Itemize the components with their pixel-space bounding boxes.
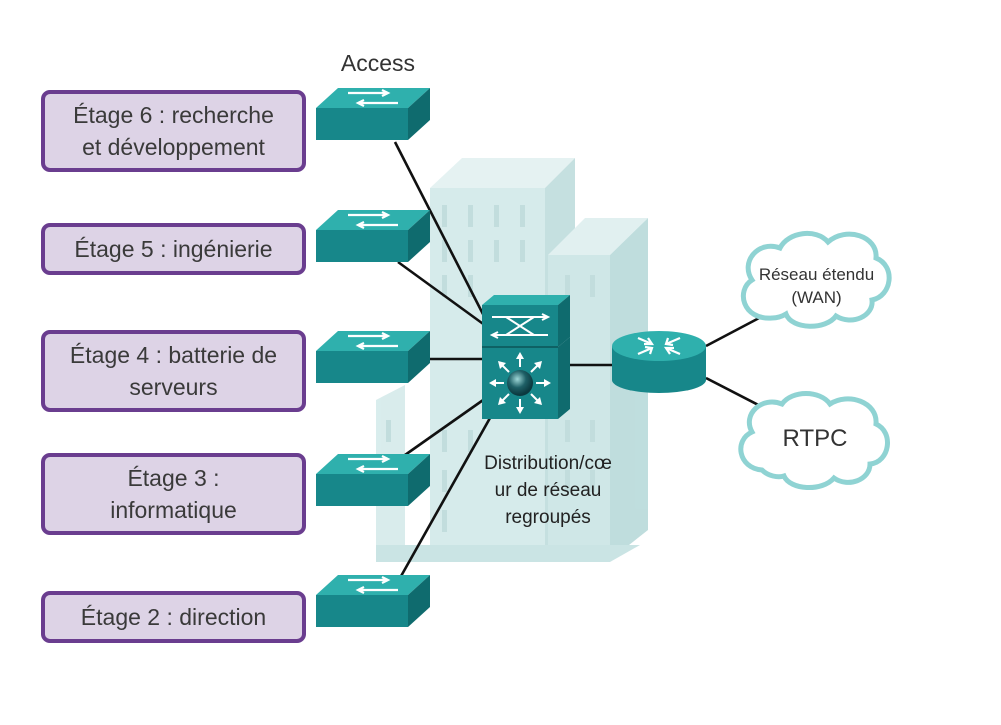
link-floor5-core xyxy=(397,260,487,328)
wan-label: Réseau étendu (WAN) xyxy=(758,265,875,307)
floor-label: Étage 4 : batterie de serveurs xyxy=(69,342,278,400)
access-switch-floor3[interactable] xyxy=(316,454,430,506)
access-switch-floor4[interactable] xyxy=(316,331,430,383)
core-layer-label: Distribution/cœ ur de réseau regroupés xyxy=(484,453,612,528)
multilayer-switch-icon[interactable] xyxy=(482,295,570,419)
cloud-icon xyxy=(740,230,892,329)
floor-box-floor3: Étage 3 : informatique xyxy=(41,453,306,535)
router-icon[interactable] xyxy=(612,331,706,393)
access-switch-floor6[interactable] xyxy=(316,88,430,140)
access-switch-floor2[interactable] xyxy=(316,575,430,627)
floor-box-floor4: Étage 4 : batterie de serveurs xyxy=(41,330,306,412)
floor-label: Étage 3 : informatique xyxy=(110,465,237,523)
pstn-label: RTPC xyxy=(782,425,848,452)
link-floor3-core xyxy=(404,396,487,457)
link-floor6-core xyxy=(393,141,488,321)
floor-box-floor6: Étage 6 : recherche et développement xyxy=(41,90,306,172)
floor-label: Étage 2 : direction xyxy=(80,604,267,630)
access-layer-label: Access xyxy=(340,50,416,76)
link-floor2-core xyxy=(398,417,492,579)
floor-label: Étage 6 : recherche et développement xyxy=(73,102,274,160)
cloud-icon xyxy=(738,391,890,491)
floor-box-floor5: Étage 5 : ingénierie xyxy=(41,223,306,275)
access-switch-floor5[interactable] xyxy=(316,210,430,262)
network-links xyxy=(393,141,779,579)
floor-box-floor2: Étage 2 : direction xyxy=(41,591,306,643)
floor-label: Étage 5 : ingénierie xyxy=(74,236,273,262)
